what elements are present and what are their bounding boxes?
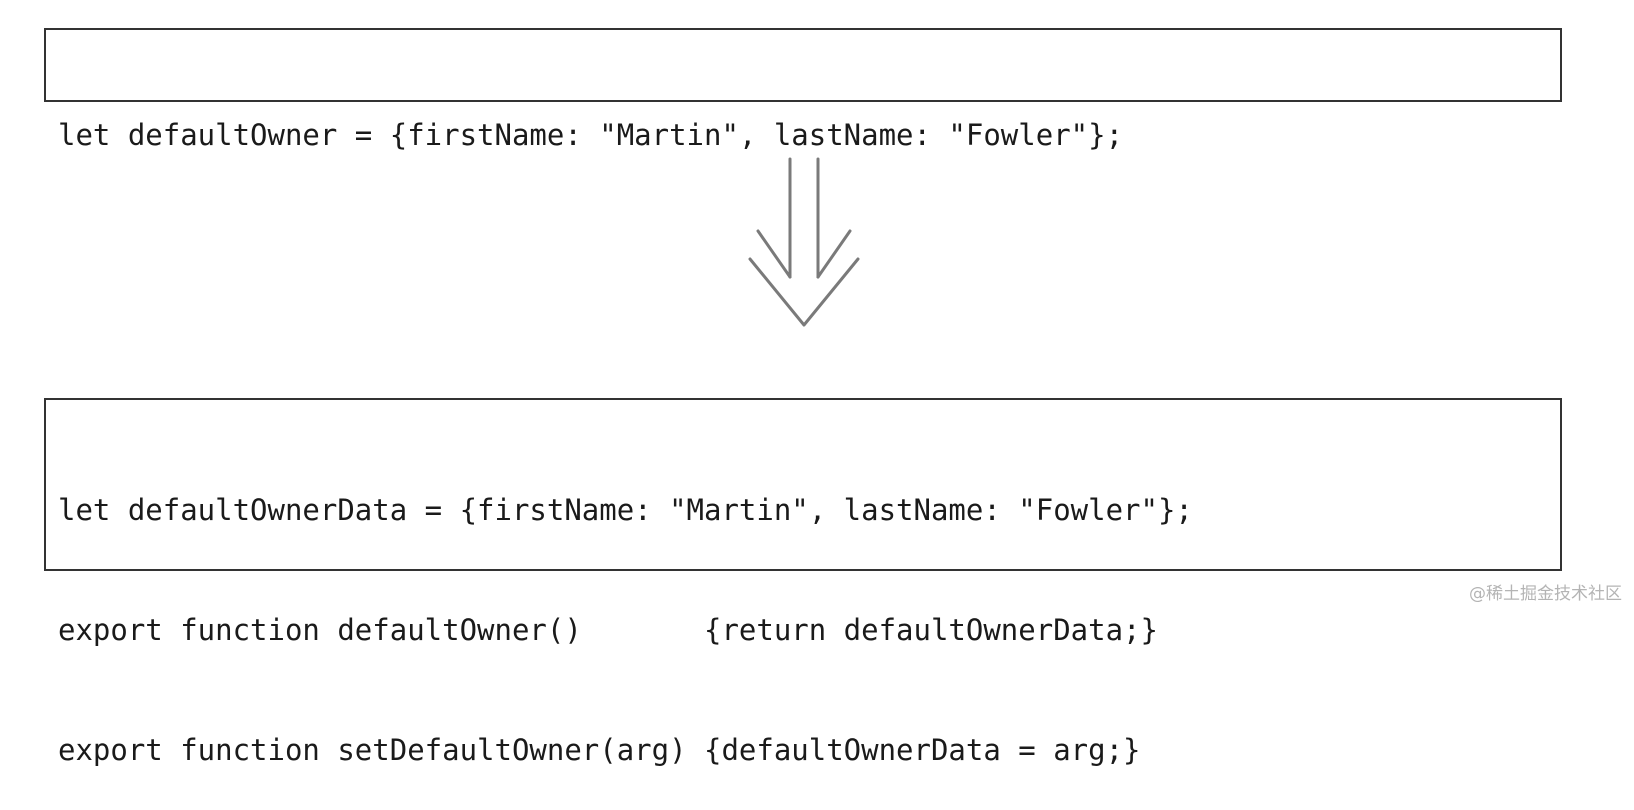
code-line: let defaultOwnerData = {firstName: "Mart… xyxy=(58,493,1193,527)
code-line: export function setDefaultOwner(arg) {de… xyxy=(58,733,1141,767)
after-code-box: let defaultOwnerData = {firstName: "Mart… xyxy=(44,398,1562,767)
before-code-box: let defaultOwner = {firstName: "Martin",… xyxy=(44,28,1562,152)
double-down-arrow-icon xyxy=(748,157,860,327)
code-line: let defaultOwner = {firstName: "Martin",… xyxy=(58,118,1124,152)
watermark: @稀土掘金技术社区 xyxy=(1469,584,1622,604)
code-line: export function defaultOwner() {return d… xyxy=(58,613,1158,647)
